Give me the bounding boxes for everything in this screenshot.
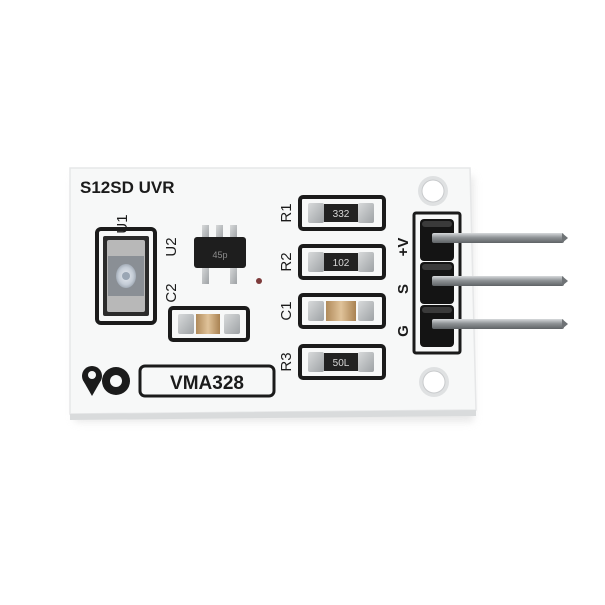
- ic-marking: 45p: [212, 250, 227, 260]
- r3-label: R3: [278, 352, 295, 371]
- uv-sensor-u1: [95, 227, 157, 325]
- pin-label-signal: S: [395, 284, 412, 294]
- pin-label-vcc: +V: [395, 238, 412, 257]
- resistor-r3: 50L: [298, 344, 386, 380]
- capacitor-c2: [168, 306, 250, 342]
- header-pin-signal: [432, 276, 568, 286]
- header-pin-ground: [432, 319, 568, 329]
- resistor-r1: 332: [298, 195, 386, 231]
- r1-code: 332: [333, 209, 350, 220]
- c1-label: C1: [278, 301, 295, 320]
- header-pin-vcc: [432, 233, 568, 243]
- mounting-hole-bottom: [419, 367, 449, 397]
- pin-label-ground: G: [395, 325, 412, 337]
- r1-label: R1: [278, 203, 295, 222]
- pcb-edge: [70, 410, 476, 420]
- model-text: VMA328: [170, 373, 244, 394]
- amplifier-ic-u2: 45p: [194, 225, 246, 284]
- velleman-logo-icon: [82, 366, 130, 396]
- resistor-r2: 102: [298, 244, 386, 280]
- model-label: VMA328: [138, 364, 276, 398]
- r2-label: R2: [278, 252, 295, 271]
- u2-label: U2: [163, 237, 180, 256]
- r3-code: 50L: [333, 358, 350, 369]
- c2-label: C2: [163, 283, 180, 302]
- via: [256, 278, 262, 284]
- capacitor-c1: [298, 293, 386, 329]
- mounting-hole-top: [418, 176, 448, 206]
- r2-code: 102: [333, 258, 350, 269]
- board-title: S12SD UVR: [80, 178, 174, 197]
